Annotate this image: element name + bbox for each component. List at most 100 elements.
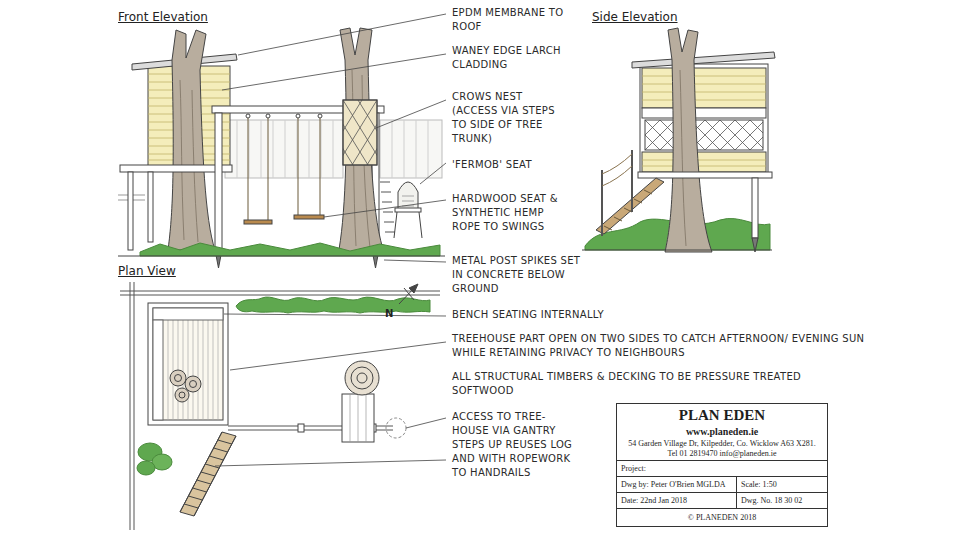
drawing-shape — [298, 424, 304, 432]
drawing-shape — [294, 215, 324, 219]
drawing-shape — [225, 120, 343, 178]
field-text: Date: 22nd Jan 2018 — [621, 496, 687, 505]
drawing-shape — [380, 120, 442, 178]
drawing-line — [665, 28, 712, 252]
drawing-shape — [645, 120, 763, 150]
drawing-shape — [244, 220, 272, 224]
drawing-line — [602, 154, 632, 186]
drawing-shape — [179, 392, 185, 398]
drawing-line — [230, 342, 446, 370]
drawing-line — [350, 394, 366, 442]
drawing-shape — [153, 308, 223, 420]
drawing-line — [384, 260, 446, 262]
drawing-line — [602, 150, 632, 236]
drawing-line — [248, 118, 320, 220]
drawing-shape — [342, 394, 374, 442]
drawing-line — [222, 54, 446, 90]
website: www.planeden.ie — [617, 426, 827, 438]
drawing-line — [642, 76, 766, 100]
drawing-shape — [175, 388, 189, 402]
field-text: Dwg. No. 18 30 02 — [741, 496, 802, 505]
drawing-line — [582, 250, 772, 251]
drawing-line — [420, 163, 446, 184]
table-rule — [616, 508, 828, 509]
drawing-line — [324, 200, 446, 217]
drawing-shape — [640, 64, 768, 176]
drawing-line — [215, 460, 446, 466]
annotation: BENCH SEATING INTERNALLY — [452, 308, 772, 322]
drawing-shape — [752, 178, 758, 238]
drawing-line — [180, 432, 236, 516]
drawing-line — [343, 100, 377, 165]
table-rule — [616, 460, 828, 461]
drawing-line — [120, 291, 440, 295]
front-elevation — [118, 28, 445, 268]
view-heading: Front Elevation — [118, 10, 208, 25]
annotation: ACCESS TO TREE-HOUSE VIA GANTRY STEPS UP… — [452, 410, 580, 480]
drawing-shape — [175, 375, 182, 382]
leader-lines — [215, 14, 446, 466]
drawing-shape — [357, 373, 367, 383]
drawing-shape — [409, 284, 418, 293]
drawing-line — [680, 70, 686, 246]
drawing-line — [168, 320, 218, 420]
annotation: WANEY EDGE LARCH CLADDING — [452, 44, 568, 72]
drawing-shape — [153, 308, 223, 320]
drawing-line — [238, 14, 446, 55]
drawing-line — [645, 120, 763, 150]
drawing-shape — [170, 370, 186, 386]
drawing-line — [380, 182, 395, 232]
drawing-line — [168, 30, 215, 250]
field-text: Dwg by: Peter O'Brien MGLDA — [621, 480, 726, 489]
drawing-shape — [148, 172, 153, 242]
drawing-shape — [345, 361, 379, 395]
annotation: METAL POST SPIKES SET IN CONCRETE BELOW … — [452, 254, 588, 296]
drawing-line — [394, 212, 422, 238]
drawing-shape — [596, 178, 664, 234]
drawing-shape — [386, 418, 406, 438]
table-rule — [736, 476, 737, 508]
annotation: EPDM MEMBRANE TO ROOF — [452, 6, 564, 34]
drawing-shape — [642, 108, 766, 118]
drawing-line — [224, 314, 446, 316]
drawing-shape — [351, 367, 373, 389]
drawing-shape — [148, 303, 228, 425]
drawing-shape — [632, 52, 775, 68]
address: 54 Garden Village Dr, Kilpedder, Co. Wic… — [617, 439, 827, 448]
copyright: © PLANEDEN 2018 — [617, 513, 827, 522]
drawing-shape — [266, 114, 270, 118]
drawing-shape — [296, 114, 300, 118]
drawing-shape — [128, 172, 133, 250]
view-heading: Side Elevation — [592, 10, 678, 25]
drawing-shape — [185, 376, 201, 392]
drawing-shape — [645, 120, 763, 150]
drawing-shape — [190, 381, 197, 388]
drawing-line — [338, 28, 385, 255]
drawing-shape — [180, 432, 236, 516]
table-rule — [616, 492, 828, 493]
plan-view — [120, 282, 440, 530]
drawing-shape — [343, 100, 377, 165]
north-label: N — [385, 308, 393, 320]
annotation: 'FERMOB' SEAT — [452, 158, 592, 172]
drawing-line — [180, 80, 198, 242]
drawing-shape — [395, 208, 421, 212]
drawing-line — [130, 282, 134, 530]
drawing-shape — [642, 68, 766, 108]
drawing-shape — [140, 243, 440, 256]
drawing-line — [392, 120, 428, 178]
drawing-shape — [246, 114, 250, 118]
drawing-line — [118, 256, 445, 257]
annotation: TREEHOUSE PART OPEN ON TWO SIDES TO CATC… — [452, 332, 892, 360]
annotation: HARDWOOD SEAT & SYNTHETIC HEMP ROPE TO S… — [452, 192, 564, 234]
field-text: Project: — [621, 464, 646, 473]
drawing-shape — [642, 152, 766, 172]
annotation: ALL STRUCTURAL TIMBERS & DECKING TO BE P… — [452, 370, 862, 398]
drawing-line — [236, 297, 430, 313]
title-block: PLAN EDENwww.planeden.ie54 Garden Villag… — [616, 403, 828, 527]
drawing-line — [642, 160, 766, 166]
drawing-shape — [215, 113, 222, 250]
drawing-line — [376, 100, 446, 128]
drawing-line — [406, 418, 446, 428]
